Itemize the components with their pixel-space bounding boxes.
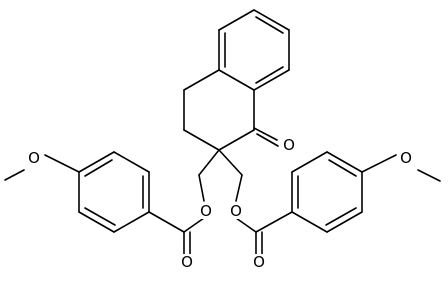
svg-text:O: O [181, 253, 193, 271]
left-anisole-ring-bonds [78, 151, 150, 233]
left-ester-bonds [148, 211, 205, 256]
left-ester-oxygen: O [198, 202, 214, 220]
benzo-ring-bonds [218, 9, 290, 91]
svg-text:O: O [230, 202, 242, 220]
left-carbonyl-oxygen: O [179, 253, 195, 271]
right-methoxy-bonds [361, 154, 441, 182]
svg-text:O: O [253, 253, 265, 271]
svg-text:O: O [400, 149, 412, 167]
svg-text:O: O [283, 136, 295, 154]
svg-text:O: O [200, 202, 212, 220]
svg-text:O: O [28, 149, 40, 167]
cyclohexanone-ring-bonds [183, 69, 255, 151]
ch2o-arm-bonds [198, 149, 243, 202]
right-carbonyl-oxygen: O [251, 253, 267, 271]
ketone-double-bond [253, 127, 279, 147]
ketone-oxygen: O [280, 135, 298, 154]
right-ester-oxygen: O [228, 202, 244, 220]
left-methoxy-oxygen: O [26, 149, 42, 167]
right-ester-bonds [235, 211, 293, 256]
left-methoxy-bonds [4, 154, 80, 181]
right-anisole-ring-bonds [291, 151, 363, 233]
right-methoxy-oxygen: O [398, 149, 414, 167]
